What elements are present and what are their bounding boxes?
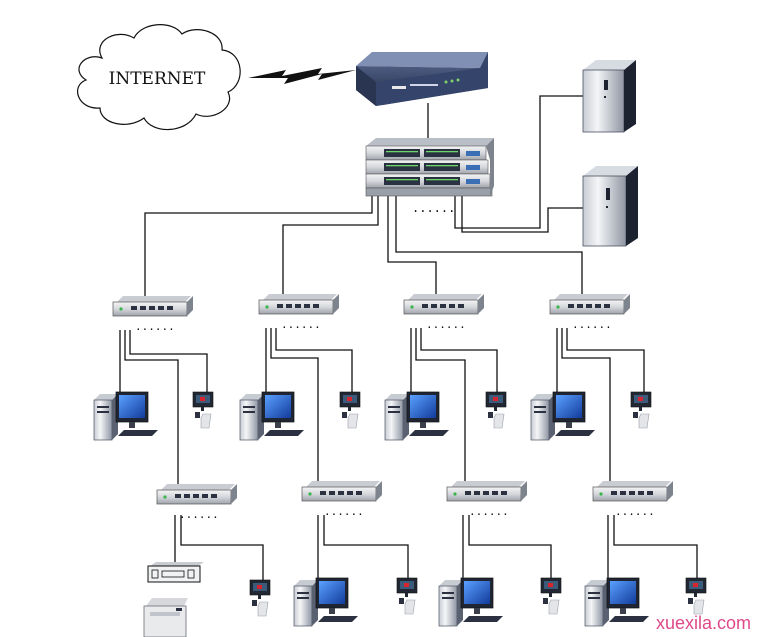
switch-icon: ...... [549,294,630,331]
cloud-label: INTERNET [109,69,206,89]
switch-ellipsis: ...... [324,505,364,518]
desktop-pc-icon [384,391,449,441]
switch-icon: ...... [258,294,339,331]
switch-ellipsis: ...... [469,505,509,518]
watermark-text: xuexila.com [656,613,751,633]
switch-icon: ...... [112,296,193,333]
switch-ellipsis: ...... [281,318,321,331]
lightning-link-icon [248,68,356,84]
switch-icon: ...... [446,481,527,518]
ip-phone-icon [685,577,707,615]
core-switch-icon: ...... [365,138,494,215]
switch-ellipsis: ...... [426,318,466,331]
print-server-icon [147,562,204,583]
switch-ellipsis: ...... [135,320,175,333]
desktop-pc-icon [584,577,649,627]
server-icon [582,166,638,247]
switch-icon: ...... [301,481,382,518]
cloud-icon: INTERNET [77,24,241,131]
switch-icon: ...... [403,294,484,331]
switch-icon: ...... [592,481,673,518]
router-icon [356,52,488,106]
core-switch-ellipsis: ...... [412,201,455,215]
desktop-pc-icon [293,577,358,627]
ip-phone-icon [339,391,361,429]
switch-icon: ...... [156,484,237,521]
switch-ellipsis: ...... [615,505,655,518]
desktop-pc-icon [239,391,304,441]
switch-ellipsis: ...... [572,318,612,331]
desktop-pc-icon [530,391,595,441]
desktop-pc-icon [93,391,158,441]
ip-phone-icon [540,577,562,615]
switch-ellipsis: ...... [179,508,219,521]
desktop-pc-icon [438,577,503,627]
server-icon [582,60,636,133]
ip-phone-icon [630,391,652,429]
ip-phone-icon [485,391,507,429]
ip-phone-icon [192,391,214,429]
ip-phone-icon [249,579,271,617]
printer-icon [143,598,188,637]
ip-phone-icon [396,577,418,615]
connection-lines [119,95,698,580]
